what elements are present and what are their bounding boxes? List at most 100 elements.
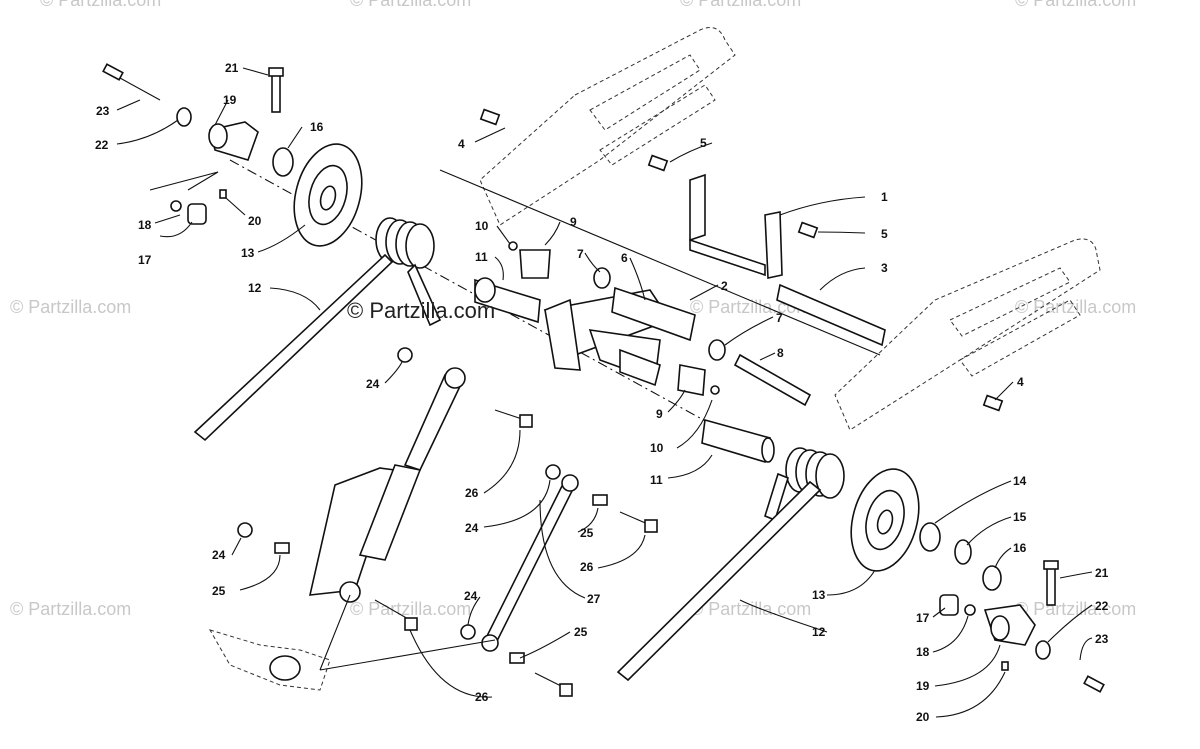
callout-19: 19 — [223, 93, 237, 107]
callout-5: 5 — [700, 136, 707, 150]
washer-10-lower — [710, 385, 720, 395]
bolt-4-lower — [982, 394, 1004, 412]
callout-6: 6 — [621, 251, 628, 265]
left-spacer — [176, 107, 192, 127]
spacer-25-a — [592, 494, 608, 506]
callout-23: 23 — [1095, 632, 1109, 646]
mount-bracket — [689, 173, 783, 279]
callout-23: 23 — [96, 104, 110, 118]
callout-20: 20 — [248, 214, 262, 228]
right-torsion-spring — [764, 447, 845, 522]
left-bracket — [208, 121, 259, 161]
spacer-7-lower — [708, 339, 726, 361]
bolt-26-a — [494, 409, 533, 428]
bolt-4-upper — [479, 108, 501, 126]
callout-11: 11 — [475, 250, 488, 264]
sleeve-11-lower — [701, 418, 775, 464]
callout-leaders — [116, 67, 1093, 718]
left-upper-bolt — [268, 67, 284, 113]
watermark-text: © Partzilla.com — [1015, 0, 1136, 10]
bolt-5-lower — [797, 221, 819, 239]
callout-27: 27 — [587, 592, 601, 606]
bushing-9-upper — [519, 249, 551, 279]
callout-5: 5 — [881, 227, 888, 241]
nut-24-c — [237, 522, 253, 538]
callout-13: 13 — [812, 588, 826, 602]
left-spring-arm — [193, 253, 394, 442]
left-bolt — [102, 63, 161, 101]
callout-24: 24 — [465, 521, 479, 535]
setscrew-20-right — [1001, 661, 1009, 671]
watermark-text: © Partzilla.com — [40, 0, 161, 10]
watermark-text: © Partzilla.com — [690, 599, 811, 619]
callout-18: 18 — [138, 218, 152, 232]
callout-26: 26 — [475, 690, 489, 704]
left-cross-shaft — [474, 277, 541, 324]
callout-3: 3 — [881, 261, 888, 275]
callout-25: 25 — [580, 526, 594, 540]
callout-18: 18 — [916, 645, 930, 659]
watermark-layer: © Partzilla.com © Partzilla.com © Partzi… — [10, 0, 1136, 619]
spacer-22-right — [1035, 640, 1051, 660]
callout-1: 1 — [881, 190, 888, 204]
spacer-7-upper — [593, 267, 611, 289]
callout-labels: 21 19 23 22 16 18 17 20 13 12 4 5 1 5 3 … — [95, 61, 1109, 724]
bolt-26-d — [534, 672, 573, 697]
callout-7: 7 — [577, 247, 584, 261]
callout-26: 26 — [580, 560, 594, 574]
lower-rail — [834, 238, 1101, 431]
nut-24-a — [397, 347, 413, 363]
watermark-text: © Partzilla.com — [10, 297, 131, 317]
bolt-26-c — [374, 599, 418, 631]
left-bearing — [272, 147, 294, 177]
callout-8: 8 — [777, 346, 784, 360]
lower-frame — [208, 629, 331, 691]
watermark-text: © Partzilla.com — [10, 599, 131, 619]
callout-9: 9 — [570, 215, 577, 229]
nut-24-b — [545, 464, 561, 480]
watermark-text: © Partzilla.com — [680, 0, 801, 10]
pin-8 — [733, 353, 812, 407]
callout-25: 25 — [574, 625, 588, 639]
bolt-21-right — [1043, 560, 1059, 606]
callout-14: 14 — [1013, 474, 1027, 488]
bolt-26-b — [619, 511, 658, 533]
right-bearing-14 — [919, 522, 941, 552]
callout-10: 10 — [650, 441, 664, 455]
spacer-16-right — [982, 565, 1002, 591]
callout-12: 12 — [248, 281, 262, 295]
watermark-text: © Partzilla.com — [1015, 599, 1136, 619]
callout-4: 4 — [1017, 375, 1024, 389]
callout-10: 10 — [475, 219, 489, 233]
spacer-25-c — [509, 652, 525, 664]
spacer-25-b — [274, 542, 290, 554]
callout-24: 24 — [366, 377, 380, 391]
callout-22: 22 — [1095, 599, 1109, 613]
bolt-23-right — [1083, 675, 1105, 693]
left-setscrew — [219, 189, 227, 199]
callout-16: 16 — [1013, 541, 1027, 555]
watermark-main: © Partzilla.com — [347, 298, 495, 323]
link-27 — [481, 474, 579, 652]
washer-18-right — [964, 604, 976, 616]
callout-21: 21 — [1095, 566, 1109, 580]
left-washer — [170, 200, 182, 212]
callout-17: 17 — [916, 611, 930, 625]
callout-20: 20 — [916, 710, 930, 724]
right-idler-wheel — [850, 468, 920, 572]
spacer-6 — [611, 286, 696, 342]
left-idler-wheel — [293, 143, 363, 247]
callout-17: 17 — [138, 253, 152, 267]
nut-24-d — [460, 624, 476, 640]
callout-9: 9 — [656, 407, 663, 421]
callout-19: 19 — [916, 679, 930, 693]
callout-24: 24 — [464, 589, 478, 603]
bushing-9-lower — [677, 364, 706, 396]
callout-4: 4 — [458, 137, 465, 151]
watermark-text: © Partzilla.com — [350, 0, 471, 10]
left-torsion-spring — [375, 217, 442, 327]
right-cross-shaft — [619, 348, 661, 387]
watermark-text: © Partzilla.com — [1015, 297, 1136, 317]
shaft-3 — [776, 283, 886, 347]
